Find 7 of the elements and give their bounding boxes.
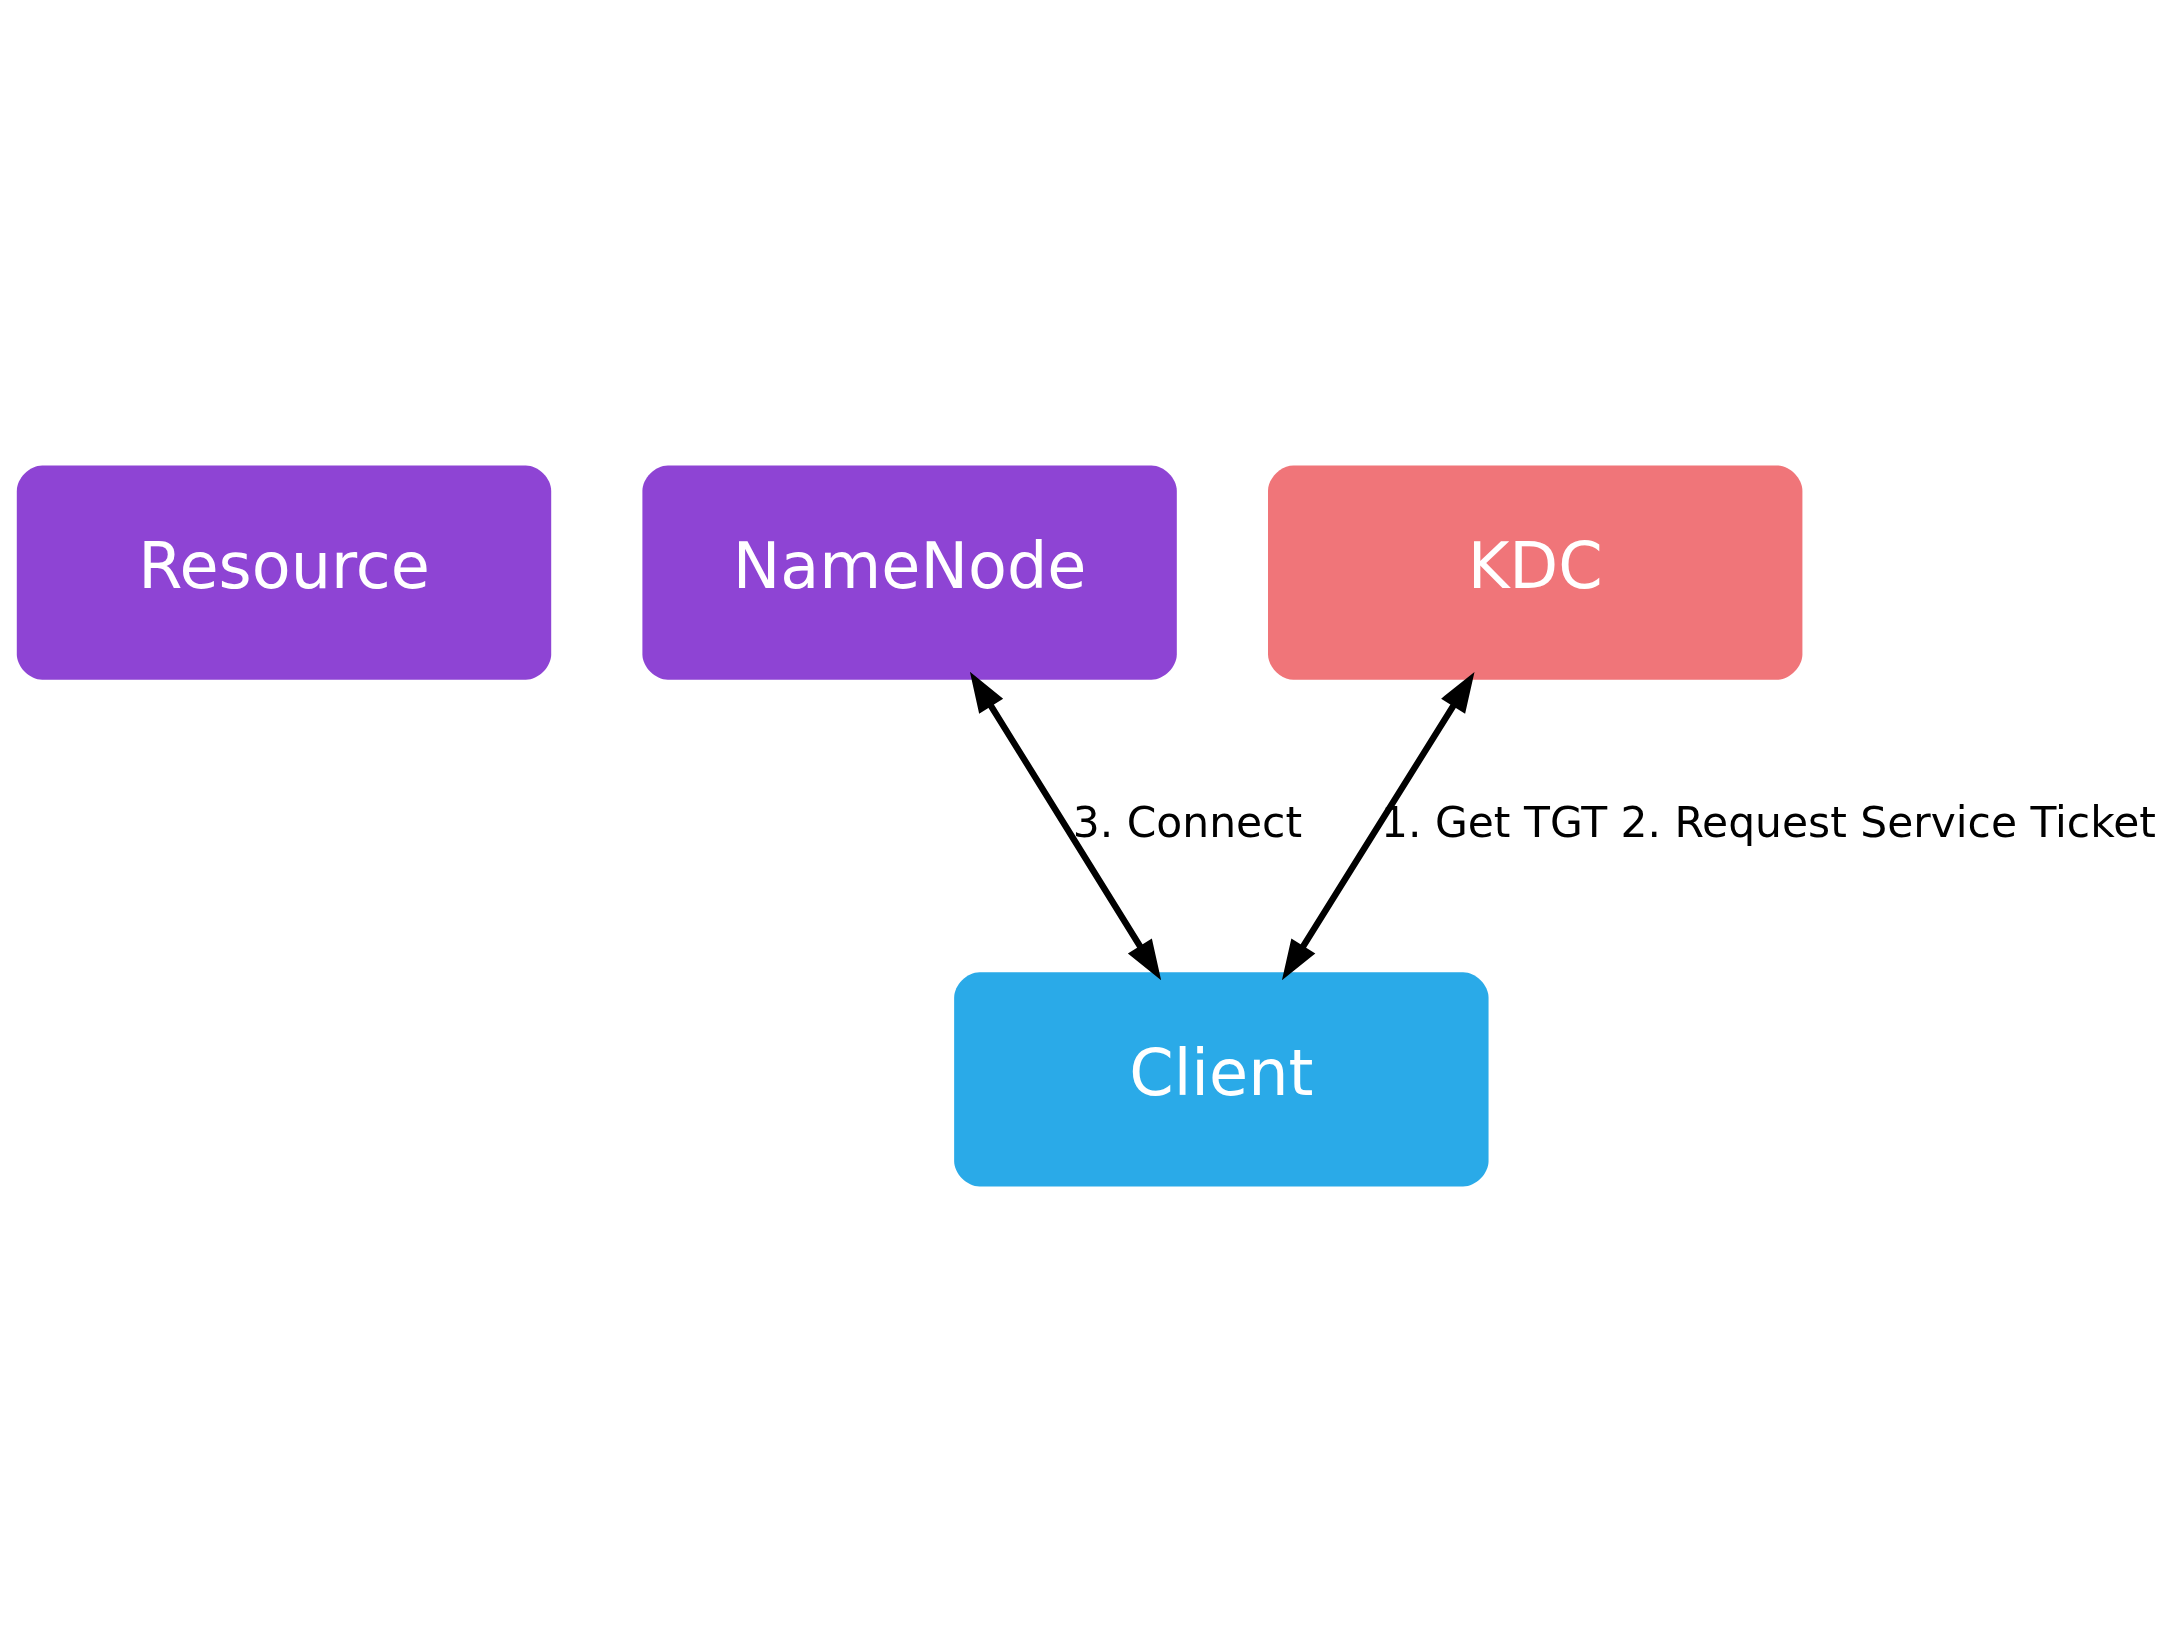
arrow — [969, 671, 1162, 981]
arrow — [1281, 671, 1475, 981]
edge-label: 3. Connect — [1072, 797, 1303, 847]
node-box: KDC — [1268, 465, 1803, 680]
node-box: NameNode — [642, 465, 1177, 680]
node-box: Client — [954, 972, 1489, 1187]
node-box: Resource — [16, 465, 552, 680]
